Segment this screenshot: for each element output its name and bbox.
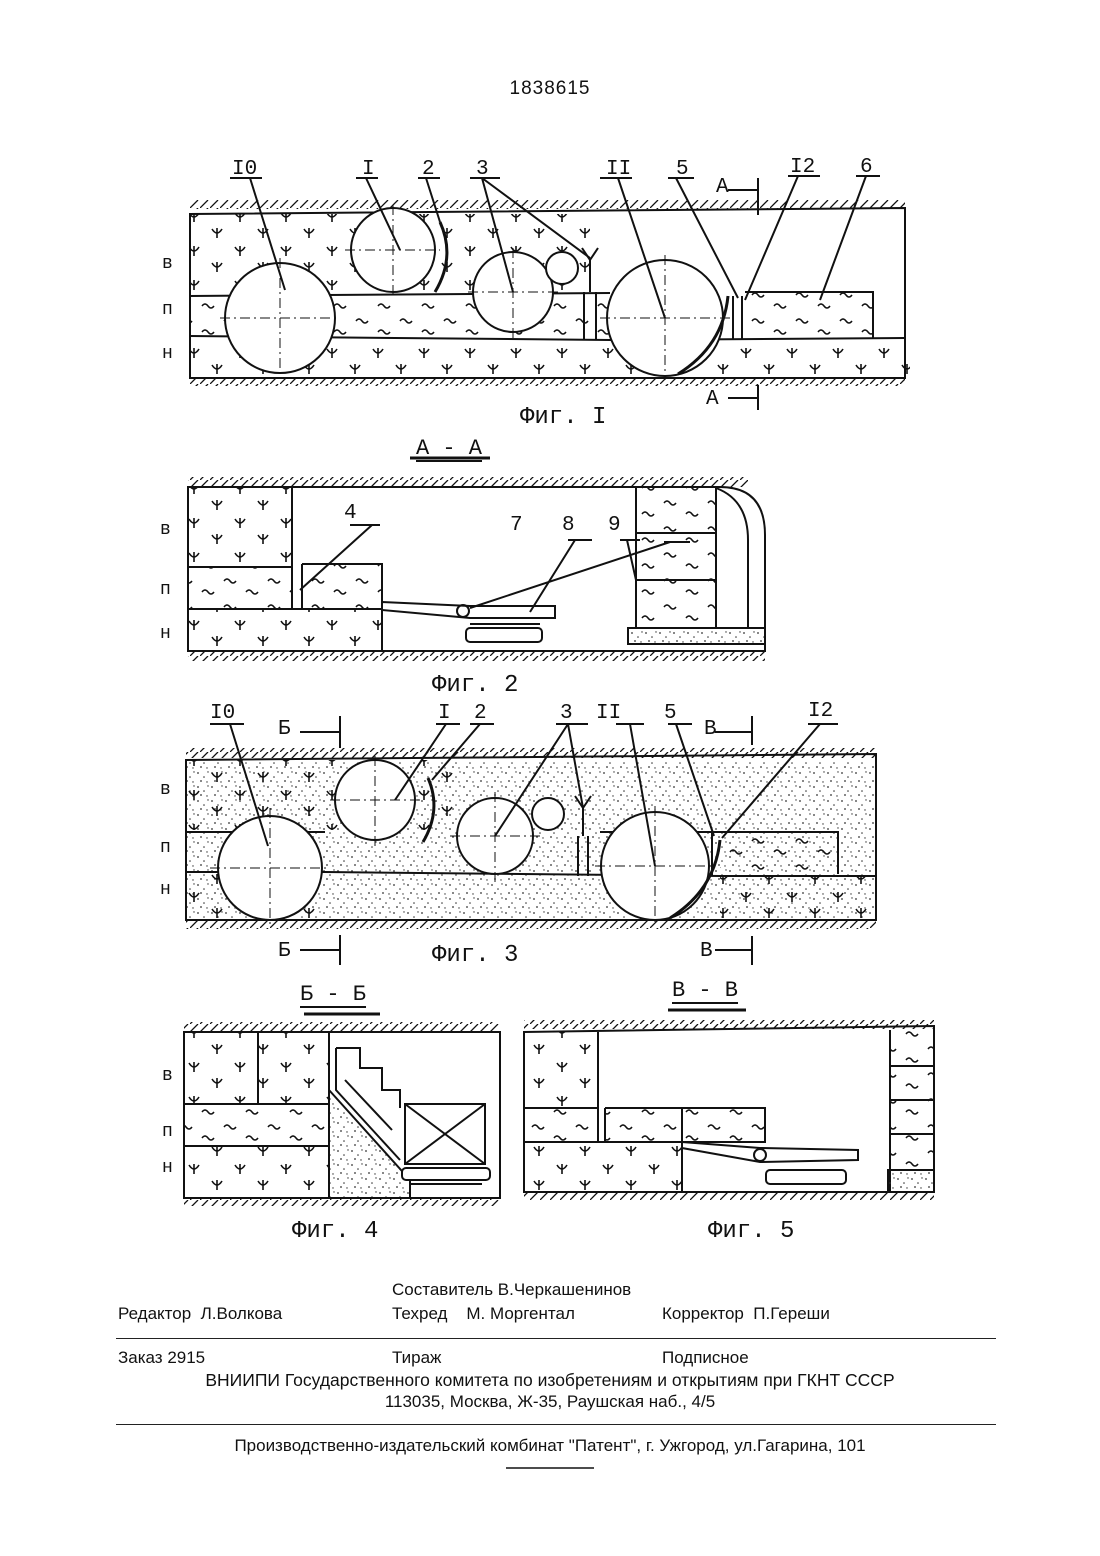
callout-12: I2 [790, 156, 815, 179]
callout-10: I0 [232, 158, 257, 181]
address-line: 113035, Москва, Ж-35, Раушская наб., 4/5 [0, 1392, 1100, 1412]
section-mark-v-top: В [704, 718, 717, 741]
layer-label-v: в [162, 1066, 173, 1086]
callout-1: I [362, 158, 375, 181]
callout-3: 3 [476, 158, 489, 181]
circulation-line: Тираж [392, 1348, 441, 1368]
callout-10: I0 [210, 702, 235, 725]
callout-12: I2 [808, 700, 833, 723]
callout-7: 7 [510, 514, 523, 537]
callout-6: 6 [860, 156, 873, 179]
subscription-line: Подписное [662, 1348, 749, 1368]
callout-5: 5 [676, 158, 689, 181]
divider [116, 1338, 996, 1339]
layer-label-v: в [160, 520, 171, 540]
layer-label-n: н [160, 624, 171, 644]
callout-11: II [606, 158, 631, 181]
divider [116, 1424, 996, 1425]
layer-label-p: п [160, 838, 171, 858]
section-title-v-v: В - В [672, 978, 738, 1003]
figure-5-caption: Фиг. 5 [708, 1218, 794, 1245]
figure-1-caption: Фиг. I [520, 404, 606, 431]
section-mark-a-bottom: А [706, 388, 719, 411]
callout-9: 9 [608, 514, 621, 537]
publisher-line: Производственно-издательский комбинат "П… [0, 1436, 1100, 1456]
layer-label-n: н [162, 344, 173, 364]
layer-label-p: п [160, 580, 171, 600]
layer-label-n: н [160, 880, 171, 900]
section-title-b-b: Б - Б [300, 982, 366, 1007]
order-line: Заказ 2915 [118, 1348, 205, 1368]
callout-4: 4 [344, 502, 357, 525]
callout-2: 2 [422, 158, 435, 181]
figure-3-caption: Фиг. 3 [432, 942, 518, 969]
organization-line: ВНИИПИ Государственного комитета по изоб… [0, 1370, 1100, 1391]
callout-1: I [438, 702, 451, 725]
section-mark-b-bottom: Б [278, 940, 291, 963]
editor-line: Редактор Л.Волкова [118, 1304, 282, 1324]
callout-11: II [596, 702, 621, 725]
corrector-line: Корректор П.Гереши [662, 1304, 830, 1324]
layer-label-v: в [162, 254, 173, 274]
compiler-line: Составитель В.Черкашенинов [392, 1280, 631, 1300]
section-mark-a-top: А [716, 176, 729, 199]
callout-3: 3 [560, 702, 573, 725]
layer-label-v: в [160, 780, 171, 800]
section-title-a-a: А - А [416, 436, 482, 461]
callout-2: 2 [474, 702, 487, 725]
figure-2-caption: Фиг. 2 [432, 672, 518, 699]
section-mark-v-bottom: В [700, 940, 713, 963]
layer-label-n: н [162, 1158, 173, 1178]
callout-5: 5 [664, 702, 677, 725]
layer-label-p: п [162, 300, 173, 320]
section-mark-b-top: Б [278, 718, 291, 741]
techred-line: Техред М. Моргентал [392, 1304, 575, 1324]
figure-4-caption: Фиг. 4 [292, 1218, 378, 1245]
layer-label-p: п [162, 1122, 173, 1142]
callout-8: 8 [562, 514, 575, 537]
